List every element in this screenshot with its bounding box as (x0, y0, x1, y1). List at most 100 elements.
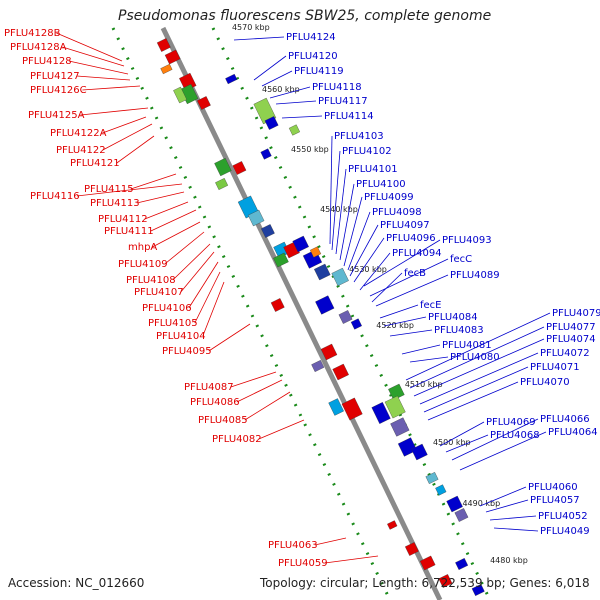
gene-feature[interactable] (264, 116, 279, 130)
gene-label[interactable]: PFLU4064 (548, 427, 598, 438)
gene-label[interactable]: PFLU4128 (22, 56, 72, 67)
gene-feature[interactable] (404, 542, 419, 556)
gene-label[interactable]: PFLU4093 (442, 235, 492, 246)
gene-feature[interactable] (173, 86, 187, 104)
gene-feature[interactable] (215, 178, 229, 190)
gene-label[interactable]: PFLU4101 (348, 164, 398, 175)
gene-label[interactable]: PFLU4106 (142, 303, 192, 314)
gene-label[interactable]: PFLU4117 (318, 96, 368, 107)
gene-label[interactable]: PFLU4122A (50, 128, 107, 139)
gene-feature[interactable] (425, 472, 439, 484)
gene-label[interactable]: PFLU4128A (10, 42, 67, 53)
gene-label[interactable]: PFLU4060 (528, 482, 578, 493)
gene-label[interactable]: PFLU4077 (546, 322, 596, 333)
gene-feature[interactable] (384, 395, 406, 419)
gene-feature[interactable] (320, 343, 338, 361)
gene-feature[interactable] (341, 397, 363, 421)
gene-label[interactable]: PFLU4095 (162, 346, 212, 357)
gene-label[interactable]: PFLU4113 (90, 198, 140, 209)
gene-label[interactable]: PFLU4104 (156, 331, 206, 342)
gene-feature[interactable] (397, 437, 418, 457)
gene-feature[interactable] (419, 555, 436, 571)
gene-label[interactable]: PFLU4083 (434, 325, 484, 336)
gene-label[interactable]: PFLU4066 (540, 414, 590, 425)
gene-feature[interactable] (160, 63, 173, 75)
gene-label[interactable]: PFLU4081 (442, 340, 492, 351)
gene-label[interactable]: PFLU4109 (118, 259, 168, 270)
gene-feature[interactable] (309, 246, 322, 258)
gene-label[interactable]: PFLU4127 (30, 71, 80, 82)
gene-label[interactable]: PFLU4069 (486, 417, 536, 428)
gene-feature[interactable] (411, 443, 428, 461)
gene-label[interactable]: PFLU4057 (530, 495, 580, 506)
gene-feature[interactable] (164, 49, 181, 65)
gene-feature[interactable] (328, 398, 344, 416)
gene-label[interactable]: PFLU4096 (386, 233, 436, 244)
gene-label[interactable]: PFLU4059 (278, 558, 328, 569)
gene-label[interactable]: PFLU4049 (540, 526, 590, 537)
gene-feature[interactable] (390, 417, 410, 437)
gene-label[interactable]: PFLU4120 (288, 51, 338, 62)
gene-feature[interactable] (292, 235, 309, 253)
gene-feature[interactable] (471, 584, 485, 596)
gene-label[interactable]: PFLU4072 (540, 348, 590, 359)
gene-label[interactable]: PFLU4087 (184, 382, 234, 393)
gene-label[interactable]: PFLU4119 (294, 66, 344, 77)
gene-label[interactable]: PFLU4098 (372, 207, 422, 218)
gene-feature[interactable] (338, 310, 353, 324)
gene-feature[interactable] (225, 73, 238, 85)
gene-label[interactable]: PFLU4084 (428, 312, 478, 323)
gene-label[interactable]: PFLU4052 (538, 511, 588, 522)
gene-feature[interactable] (247, 209, 265, 227)
gene-feature[interactable] (311, 360, 325, 372)
gene-label[interactable]: PFLU4074 (546, 334, 596, 345)
gene-label[interactable]: PFLU4118 (312, 82, 362, 93)
gene-label[interactable]: fecC (450, 254, 472, 265)
gene-label[interactable]: PFLU4115 (84, 184, 134, 195)
gene-label[interactable]: PFLU4097 (380, 220, 430, 231)
gene-label[interactable]: PFLU4126C (30, 85, 87, 96)
gene-label[interactable]: PFLU4086 (190, 397, 240, 408)
gene-feature[interactable] (446, 495, 463, 513)
gene-label[interactable]: PFLU4122 (56, 145, 106, 156)
gene-feature[interactable] (371, 402, 391, 424)
gene-feature[interactable] (288, 124, 301, 136)
gene-feature[interactable] (214, 157, 232, 177)
gene-label[interactable]: PFLU4114 (324, 111, 374, 122)
gene-label[interactable]: PFLU4070 (520, 377, 570, 388)
gene-label[interactable]: PFLU4079 (552, 308, 600, 319)
gene-feature[interactable] (314, 263, 331, 281)
gene-feature[interactable] (156, 38, 171, 52)
gene-feature[interactable] (273, 252, 289, 268)
gene-feature[interactable] (435, 484, 447, 496)
gene-label[interactable]: PFLU4063 (268, 540, 318, 551)
gene-label[interactable]: PFLU4108 (126, 275, 176, 286)
gene-label[interactable]: PFLU4089 (450, 270, 500, 281)
gene-feature[interactable] (232, 161, 247, 175)
gene-feature[interactable] (438, 574, 453, 588)
gene-label[interactable]: PFLU4105 (148, 318, 198, 329)
gene-feature[interactable] (270, 298, 285, 312)
gene-label[interactable]: PFLU4125A (28, 110, 85, 121)
gene-label[interactable]: PFLU4128B (4, 28, 61, 39)
gene-label[interactable]: PFLU4107 (134, 287, 184, 298)
gene-label[interactable]: PFLU4100 (356, 179, 406, 190)
gene-label[interactable]: PFLU4103 (334, 131, 384, 142)
gene-label[interactable]: PFLU4082 (212, 434, 262, 445)
gene-feature[interactable] (197, 96, 211, 110)
gene-label[interactable]: PFLU4068 (490, 430, 540, 441)
gene-label[interactable]: PFLU4121 (70, 158, 120, 169)
gene-label[interactable]: mhpA (128, 242, 157, 253)
gene-feature[interactable] (388, 383, 405, 401)
gene-label[interactable]: PFLU4112 (98, 214, 148, 225)
gene-label[interactable]: PFLU4111 (104, 226, 154, 237)
gene-label[interactable]: PFLU4094 (392, 248, 442, 259)
gene-feature[interactable] (350, 318, 362, 330)
gene-feature[interactable] (331, 267, 349, 287)
gene-feature[interactable] (260, 224, 275, 238)
gene-feature[interactable] (455, 558, 469, 570)
gene-label[interactable]: PFLU4124 (286, 32, 336, 43)
gene-label[interactable]: fecB (404, 268, 426, 279)
gene-label[interactable]: PFLU4085 (198, 415, 248, 426)
gene-feature[interactable] (387, 520, 398, 530)
